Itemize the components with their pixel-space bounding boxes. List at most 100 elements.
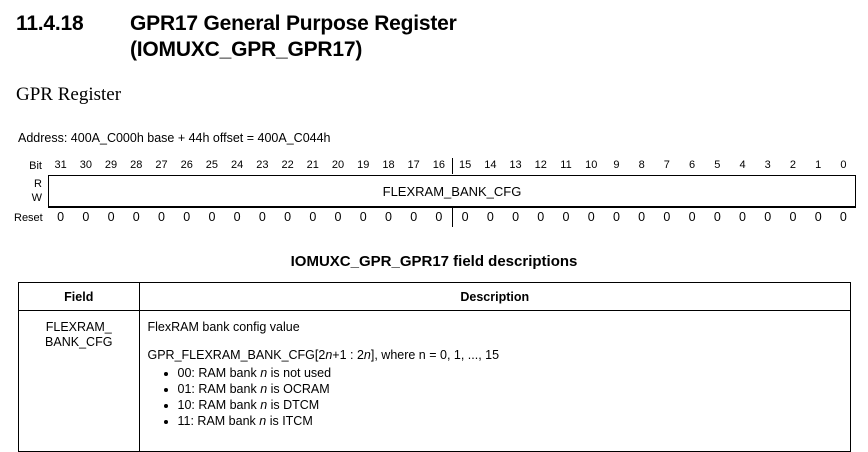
list-item: 11: RAM bank n is ITCM [178, 414, 845, 429]
bit-number: 29 [104, 159, 118, 171]
reset-value: 0 [284, 210, 292, 224]
bit-number: 16 [432, 159, 446, 171]
reset-value: 0 [638, 210, 646, 224]
bit-number: 0 [840, 159, 847, 171]
reset-row-label: Reset [14, 212, 43, 224]
reset-value: 0 [512, 210, 520, 224]
bit-number: 1 [815, 159, 822, 171]
reset-value: 0 [839, 210, 847, 224]
reset-value: 0 [814, 210, 822, 224]
bit-number: 7 [663, 159, 670, 171]
page-title: GPR17 General Purpose Register (IOMUXC_G… [130, 12, 457, 61]
column-header-description: Description [138, 283, 850, 311]
bit-number: 26 [180, 159, 193, 171]
description-paragraph-2: GPR_FLEXRAM_BANK_CFG[2n+1 : 2n], where n… [148, 348, 845, 363]
reset-value: 0 [562, 210, 570, 224]
reset-value: 0 [208, 210, 216, 224]
reset-value: 0 [789, 210, 797, 224]
field-descriptions-table: Field Description FLEXRAM_ BANK_CFG Flex… [18, 282, 851, 452]
bitfield-expression-suffix: ], where n = 0, 1, ..., 15 [370, 348, 500, 362]
field-name-line-1: FLEXRAM_ [45, 320, 112, 334]
reset-value: 0 [334, 210, 342, 224]
description-paragraph-1: FlexRAM bank config value [147, 320, 300, 334]
column-header-field: Field [19, 283, 139, 311]
field-name-line-2: BANK_CFG [45, 335, 113, 349]
bit-number: 23 [256, 159, 269, 171]
reset-value: 0 [57, 210, 65, 224]
cell-field-name: FLEXRAM_ BANK_CFG [19, 311, 139, 451]
reset-value: 0 [258, 210, 266, 224]
bullet-variable: n [260, 382, 268, 396]
section-number: 11.4.18 [16, 12, 84, 35]
reset-value: 0 [486, 210, 494, 224]
bit-number: 3 [764, 159, 771, 171]
description-bullet-list: 00: RAM bank n is not used01: RAM bank n… [148, 366, 845, 429]
reset-value: 0 [359, 210, 367, 224]
bit-number: 10 [585, 159, 598, 171]
bullet-prefix: 10: RAM bank [177, 398, 261, 412]
reset-value: 0 [764, 210, 772, 224]
bit-number: 8 [638, 159, 645, 171]
bit-number: 9 [613, 159, 620, 171]
bitfield-variable-2: n [363, 348, 371, 362]
bullet-prefix: 00: RAM bank [177, 366, 261, 380]
reset-value: 0 [132, 210, 140, 224]
write-label: W [31, 192, 42, 204]
bullet-variable: n [260, 366, 268, 380]
bullet-variable: n [260, 398, 268, 412]
bit-number: 30 [79, 159, 92, 171]
table-row: FLEXRAM_ BANK_CFG FlexRAM bank config va… [19, 310, 850, 451]
address-line: Address: 400A_C000h base + 44h offset = … [18, 131, 331, 145]
bitfield-expression-mid: +1 : 2 [332, 348, 364, 362]
bullet-variable: n [259, 414, 267, 428]
cell-description: FlexRAM bank config value GPR_FLEXRAM_BA… [138, 310, 850, 451]
reset-value: 0 [233, 210, 241, 224]
reset-value: 0 [663, 210, 671, 224]
bit-number: 17 [407, 159, 420, 171]
bit-number: 2 [789, 159, 797, 171]
reset-value: 0 [82, 210, 90, 224]
register-field-row: R W FLEXRAM_BANK_CFG [14, 175, 856, 207]
list-item: 01: RAM bank n is OCRAM [178, 382, 845, 397]
bit-number: 31 [54, 159, 67, 171]
bit-number: 4 [739, 159, 746, 171]
reset-value: 0 [587, 210, 595, 224]
reset-value: 0 [410, 210, 418, 224]
bit-number: 20 [331, 159, 345, 171]
field-table-caption: IOMUXC_GPR_GPR17 field descriptions [290, 253, 578, 270]
read-write-label: R W [14, 175, 48, 207]
register-field-name: FLEXRAM_BANK_CFG [48, 175, 856, 207]
list-item: 10: RAM bank n is DTCM [178, 398, 845, 413]
bullet-suffix: is not used [267, 366, 332, 380]
reset-value: 0 [435, 210, 443, 224]
reset-value: 0 [384, 210, 392, 224]
bit-number: 15 [451, 158, 478, 174]
reset-value: 0 [739, 210, 746, 224]
list-item: 00: RAM bank n is not used [178, 366, 845, 381]
bit-row-label: Bit [29, 159, 42, 172]
reset-value: 0 [451, 208, 478, 227]
page-heading: 11.4.18 GPR17 General Purpose Register (… [16, 11, 616, 63]
bitfield-variable-1: n [325, 348, 333, 362]
bit-number: 14 [484, 159, 497, 171]
reset-value: 0 [537, 210, 545, 224]
reset-value: 0 [158, 210, 165, 224]
bit-number: 12 [534, 159, 547, 171]
bit-number: 18 [382, 159, 395, 171]
reset-value: 0 [612, 210, 620, 224]
bit-number: 25 [205, 159, 219, 171]
bullet-suffix: is DTCM [267, 398, 320, 412]
bit-number: 21 [306, 159, 319, 171]
reset-value: 0 [713, 210, 721, 224]
bit-number: 19 [357, 159, 370, 171]
bullet-suffix: is OCRAM [267, 382, 330, 396]
reset-value: 0 [688, 210, 696, 224]
bit-number: 22 [281, 159, 294, 171]
bit-number: 28 [130, 159, 143, 171]
bit-number: 24 [231, 159, 244, 171]
